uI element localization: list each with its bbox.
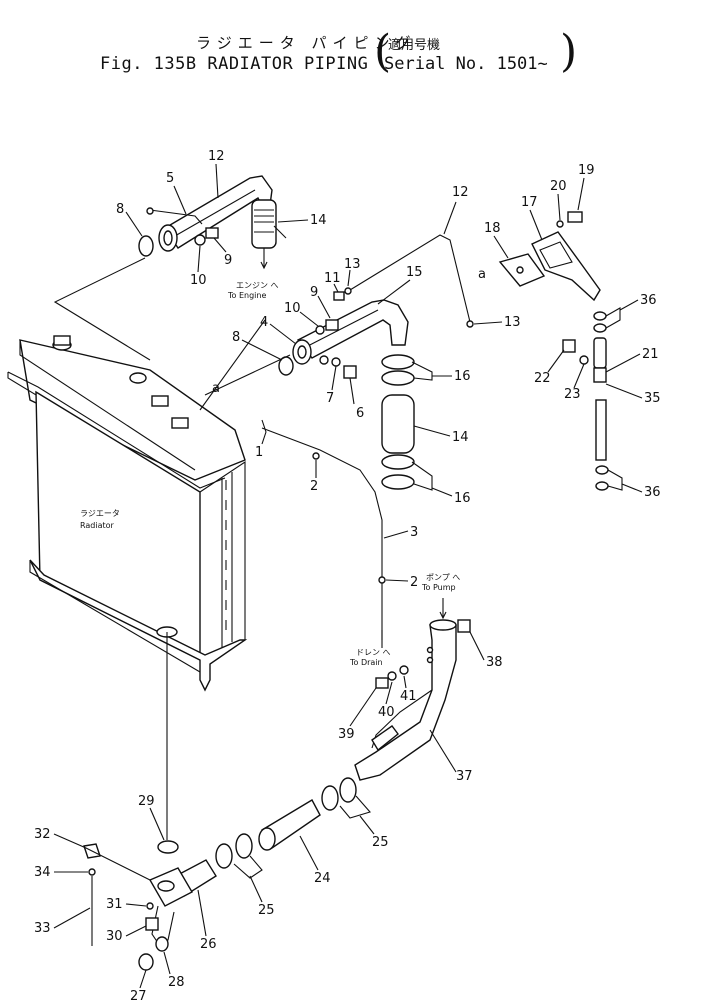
callout-7: 7: [326, 391, 334, 406]
callout-22: 22: [534, 371, 551, 386]
serial-range: Serial No. 1501~: [384, 54, 548, 74]
callout-3: 3: [410, 525, 418, 540]
callout-13-upper: 13: [344, 257, 361, 272]
close-paren: ): [560, 26, 578, 77]
middle-pipe: [278, 291, 409, 379]
callout-27: 27: [130, 989, 147, 1004]
callout-33: 33: [34, 921, 51, 936]
callout-8-upper: 8: [116, 202, 124, 217]
radiator-label-en: Radiator: [80, 521, 115, 530]
connector-hose-set: [381, 354, 433, 491]
callout-30: 30: [106, 929, 123, 944]
callout-numbers: 1 2 2 3 4 5 6 7 8 8 9 9 10 10 11 12 12 1…: [34, 149, 661, 1004]
upper-engine-pipe: [138, 175, 287, 270]
callout-10-lower: 10: [284, 301, 301, 316]
callout-35: 35: [644, 391, 661, 406]
callout-31: 31: [106, 897, 123, 912]
callout-24: 24: [314, 871, 331, 886]
figure-header: ラジエータ パイピング 適用号機 Fig. 135B RADIATOR PIPI…: [0, 0, 708, 90]
callout-16-upper: 16: [454, 369, 471, 384]
pump-label-en: To Pump: [421, 583, 456, 592]
ref-a-bracket: a: [478, 267, 486, 282]
bottom-hose-set: [215, 777, 371, 879]
callout-29: 29: [138, 794, 155, 809]
callout-5: 5: [166, 171, 174, 186]
callout-25-left: 25: [258, 903, 275, 918]
callout-12-right: 12: [452, 185, 469, 200]
callout-20: 20: [550, 179, 567, 194]
drain-label-jp: ドレン へ: [356, 648, 391, 657]
callout-4: 4: [260, 315, 268, 330]
callout-6: 6: [356, 406, 364, 421]
callout-32: 32: [34, 827, 51, 842]
callout-16-lower: 16: [454, 491, 471, 506]
callout-17: 17: [521, 195, 538, 210]
bypass-assembly: [498, 211, 623, 491]
title-japanese-serial: 適用号機: [388, 38, 441, 53]
callout-36-upper: 36: [640, 293, 657, 308]
callout-12-upper: 12: [208, 149, 225, 164]
callout-10-upper: 10: [190, 273, 207, 288]
radiator-assembly: ラジエータ Radiator: [7, 335, 248, 692]
callout-11: 11: [324, 271, 341, 286]
callout-41: 41: [400, 689, 417, 704]
callout-36-lower: 36: [644, 485, 661, 500]
callout-28: 28: [168, 975, 185, 990]
callout-2-lower: 2: [410, 575, 418, 590]
callout-39: 39: [338, 727, 355, 742]
callout-18: 18: [484, 221, 501, 236]
ref-a-radiator: a: [212, 381, 220, 396]
engine-label-en: To Engine: [227, 291, 266, 300]
pump-label-jp: ポンプ へ: [426, 573, 460, 582]
callout-9-lower: 9: [310, 285, 318, 300]
radiator-label-jp: ラジエータ: [80, 509, 120, 518]
callout-15: 15: [406, 265, 423, 280]
open-paren: (: [374, 26, 392, 77]
callout-38: 38: [486, 655, 503, 670]
bottom-outlet-fitting: [83, 840, 217, 971]
callout-13-right: 13: [504, 315, 521, 330]
engine-label-jp: エンジン へ: [236, 281, 279, 290]
callout-34: 34: [34, 865, 51, 880]
lower-pump-pipe: [354, 619, 471, 781]
drain-label-en: To Drain: [349, 658, 383, 667]
callout-23: 23: [564, 387, 581, 402]
callout-1: 1: [255, 445, 263, 460]
callout-14-upper: 14: [310, 213, 327, 228]
callout-26: 26: [200, 937, 217, 952]
callout-14-lower: 14: [452, 430, 469, 445]
callout-25-right: 25: [372, 835, 389, 850]
callout-40: 40: [378, 705, 395, 720]
callout-2-upper: 2: [310, 479, 318, 494]
callout-19: 19: [578, 163, 595, 178]
title-japanese: ラジエータ パイピング: [196, 34, 417, 52]
callout-21: 21: [642, 347, 659, 362]
figure-title: Fig. 135B RADIATOR PIPING: [100, 54, 369, 74]
callout-8-lower: 8: [232, 330, 240, 345]
callout-9-upper: 9: [224, 253, 232, 268]
callout-37: 37: [456, 769, 473, 784]
